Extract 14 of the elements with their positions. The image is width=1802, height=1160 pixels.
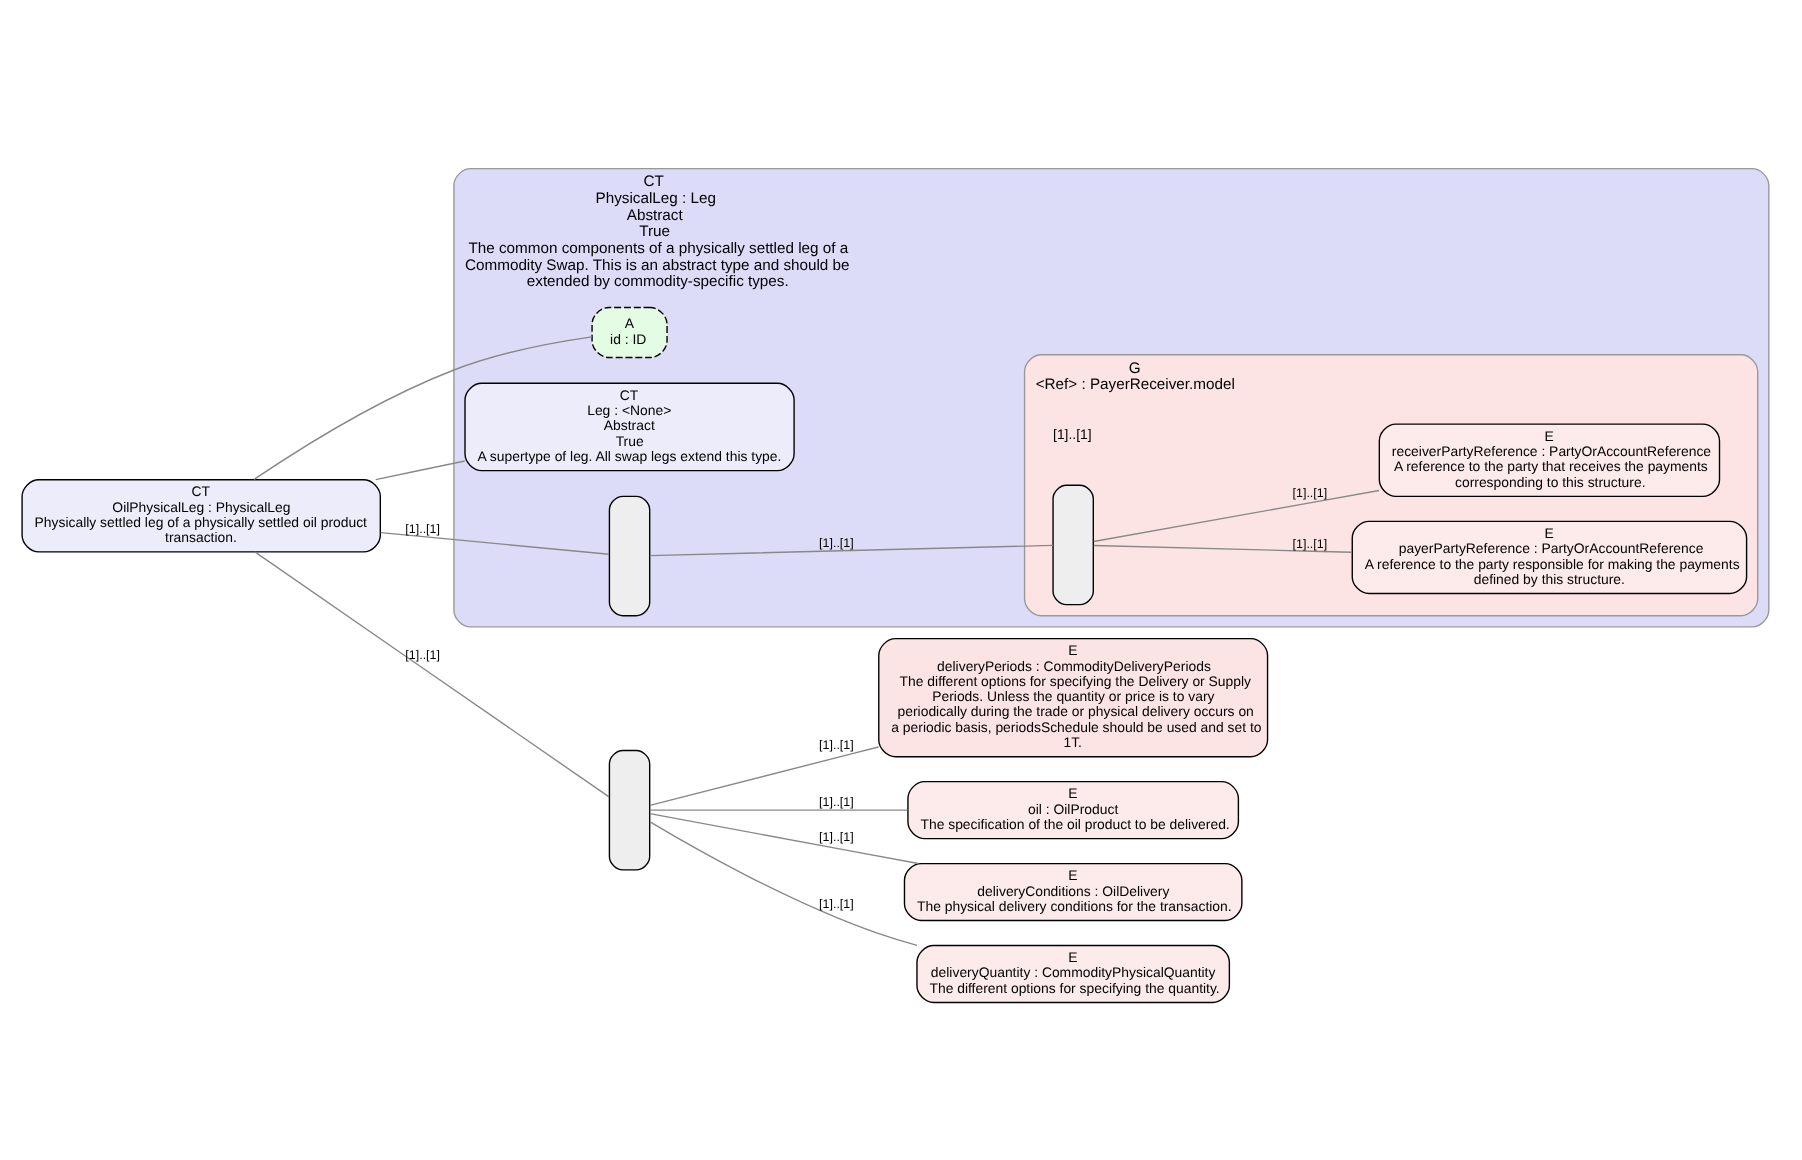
connector [375, 460, 466, 481]
node-box [608, 749, 651, 871]
connector [379, 531, 610, 555]
connector [253, 336, 593, 481]
connector [1093, 489, 1380, 543]
connector [649, 809, 909, 811]
connector [649, 746, 880, 806]
connector [649, 544, 1054, 557]
node-box [608, 495, 651, 617]
connector [254, 551, 610, 798]
connector [1093, 544, 1353, 553]
node-box [1052, 484, 1094, 606]
connector [649, 812, 919, 865]
connector [649, 821, 918, 947]
